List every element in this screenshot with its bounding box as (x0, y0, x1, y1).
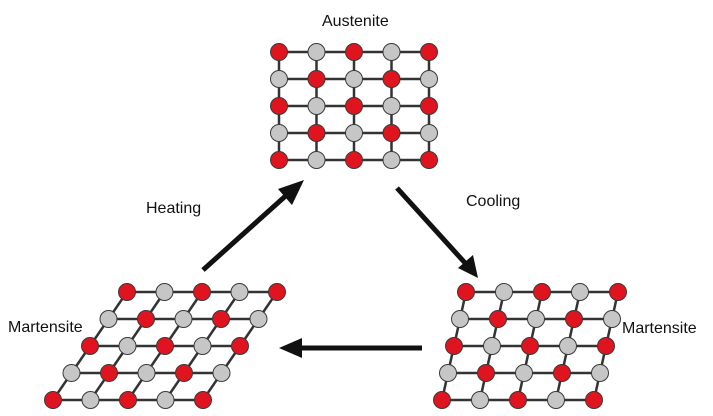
martensite-right-red-atom (457, 283, 475, 301)
austenite-red-atom (345, 97, 363, 115)
martensite-right-red-atom (597, 337, 615, 355)
martensite-left-gray-atom (156, 391, 175, 409)
austenite-lattice (270, 43, 438, 169)
austenite-red-atom (307, 70, 326, 88)
martensite-left-red-atom (100, 364, 118, 382)
martensite-right-red-atom (553, 364, 571, 382)
martensite-left-gray-atom (212, 364, 231, 382)
martensite-left-gray-atom (249, 310, 268, 328)
martensite-right-red-atom (533, 283, 551, 301)
cooling-label: Cooling (466, 193, 521, 210)
martensite-left-label: Martensite (8, 319, 83, 336)
martensite-left-gray-atom (193, 337, 212, 355)
martensite-right-gray-atom (483, 337, 501, 355)
austenite-red-atom (307, 124, 326, 142)
martensite-left-gray-atom (137, 364, 156, 382)
martensite-right-gray-atom (515, 364, 533, 382)
austenite-gray-atom (270, 124, 288, 142)
martensite-right-gray-atom (527, 310, 545, 328)
martensite-right-gray-atom (571, 283, 589, 301)
austenite-red-atom (420, 97, 438, 115)
austenite-gray-atom (420, 70, 438, 88)
martensite-left-gray-atom (81, 391, 100, 409)
austenite-gray-atom (270, 70, 288, 88)
martensite-left-red-atom (231, 337, 249, 355)
martensite-right-red-atom (433, 391, 451, 409)
martensite-right-gray-atom (547, 391, 565, 409)
austenite-red-atom (420, 43, 438, 61)
martensite-left-red-atom (118, 283, 136, 301)
martensite-left-red-atom (193, 283, 211, 301)
martensite-left-gray-atom (155, 283, 174, 301)
martensite-left-red-atom (119, 391, 137, 409)
austenite-gray-atom (307, 151, 326, 169)
cooling-arrow (395, 186, 478, 278)
austenite-gray-atom (420, 124, 438, 142)
austenite-red-atom (345, 43, 363, 61)
austenite-label: Austenite (322, 13, 389, 30)
martensite-right-gray-atom (591, 364, 609, 382)
martensite-right-lattice (433, 283, 627, 409)
austenite-red-atom (382, 70, 401, 88)
austenite-gray-atom (307, 43, 326, 61)
austenite-red-atom (345, 151, 363, 169)
martensite-left-gray-atom (62, 364, 81, 382)
martensite-left-red-atom (81, 337, 99, 355)
martensite-right-gray-atom (439, 364, 457, 382)
austenite-gray-atom (345, 124, 363, 142)
martensite-right-gray-atom (471, 391, 489, 409)
martensite-left-red-atom (44, 391, 62, 409)
heating-arrow (201, 180, 304, 272)
austenite-gray-atom (382, 151, 401, 169)
martensite-right-red-atom (609, 283, 627, 301)
martensite-left-lattice (44, 283, 286, 409)
martensite-left-red-atom (212, 310, 230, 328)
martensite-left-red-atom (194, 391, 212, 409)
martensite-left-red-atom (268, 283, 286, 301)
martensite-right-label: Martensite (622, 320, 697, 337)
martensite-right-gray-atom (603, 310, 621, 328)
heating-label: Heating (146, 200, 202, 217)
martensite-left-gray-atom (174, 310, 193, 328)
martensite-left-red-atom (175, 364, 193, 382)
martensite-left-red-atom (156, 337, 174, 355)
martensite-left-gray-atom (118, 337, 137, 355)
austenite-red-atom (382, 124, 401, 142)
martensite-right-gray-atom (451, 310, 469, 328)
martensite-right-red-atom (477, 364, 495, 382)
austenite-red-atom (270, 151, 288, 169)
martensite-left-gray-atom (230, 283, 249, 301)
martensite-right-gray-atom (495, 283, 513, 301)
austenite-red-atom (420, 151, 438, 169)
martensite-right-red-atom (509, 391, 527, 409)
reverse-arrow (279, 338, 422, 358)
martensite-right-red-atom (565, 310, 583, 328)
martensite-left-gray-atom (99, 310, 118, 328)
martensite-right-red-atom (585, 391, 603, 409)
martensite-right-red-atom (521, 337, 539, 355)
austenite-gray-atom (345, 70, 363, 88)
austenite-gray-atom (382, 43, 401, 61)
austenite-red-atom (270, 43, 288, 61)
martensite-left-red-atom (137, 310, 155, 328)
austenite-red-atom (270, 97, 288, 115)
martensite-right-red-atom (445, 337, 463, 355)
martensite-right-red-atom (489, 310, 507, 328)
martensite-right-gray-atom (559, 337, 577, 355)
austenite-gray-atom (307, 97, 326, 115)
austenite-gray-atom (382, 97, 401, 115)
